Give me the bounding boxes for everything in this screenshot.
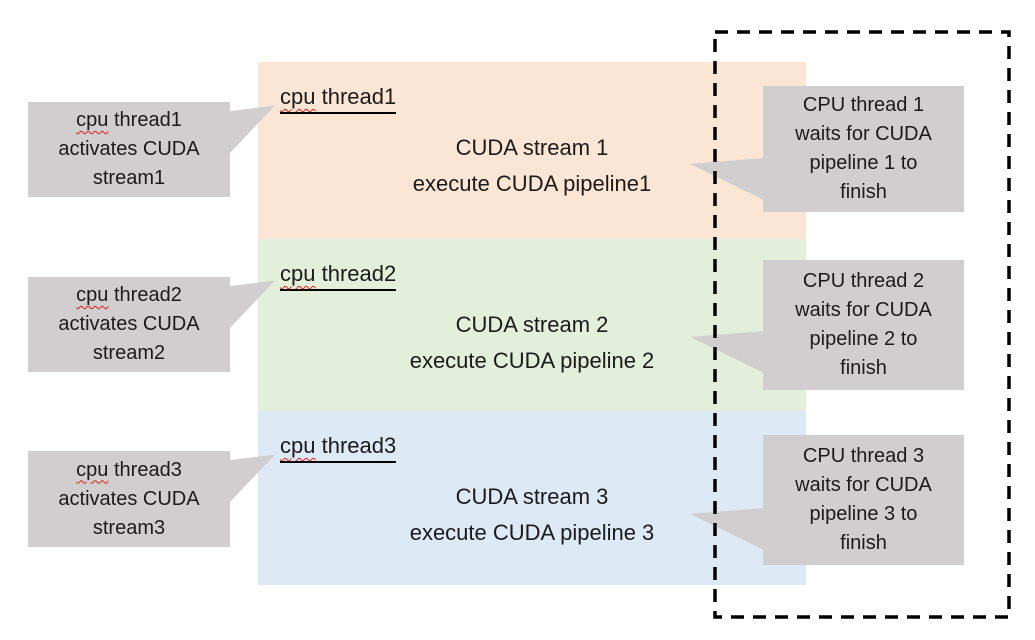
right-callout-2: CPU thread 2 waits for CUDA pipeline 2 t… (763, 260, 964, 390)
callout-text-rest: thread2 activates CUDA stream2 (58, 284, 200, 364)
cpu-word: cpu (76, 109, 109, 131)
right-callout-1: CPU thread 1 waits for CUDA pipeline 1 t… (763, 86, 964, 212)
cpu-thread-1-label: cpu thread1 (280, 84, 397, 114)
cpu-word: cpu (76, 284, 109, 306)
left-callout-2-text: cpu thread2 activates CUDA stream2 (58, 281, 199, 368)
right-callout-2-text: CPU thread 2 waits for CUDA pipeline 2 t… (795, 270, 932, 379)
left-callout-1: cpu thread1 activates CUDA stream1 (28, 102, 230, 197)
callout-text-rest: thread1 activates CUDA stream1 (58, 109, 200, 189)
thread-word: thread2 (315, 261, 397, 286)
cpu-word: cpu (280, 261, 316, 286)
callout-text-rest: thread3 activates CUDA stream3 (58, 458, 200, 539)
thread-word: thread3 (315, 433, 397, 458)
left-callout-1-text: cpu thread1 activates CUDA stream1 (58, 106, 199, 193)
cuda-stream-3-body-text: CUDA stream 3 execute CUDA pipeline 3 (409, 484, 655, 545)
cuda-stream-1-body-text: CUDA stream 1 execute CUDA pipeline1 (412, 135, 652, 196)
cpu-word: cpu (280, 84, 316, 109)
cuda-stream-2-body-text: CUDA stream 2 execute CUDA pipeline 2 (409, 312, 655, 373)
cuda-stream-band-3: cpu thread3 CUDA stream 3 execute CUDA p… (258, 411, 806, 585)
right-callout-1-text: CPU thread 1 waits for CUDA pipeline 1 t… (795, 94, 932, 203)
cpu-word: cpu (280, 433, 316, 458)
cpu-thread-3-label: cpu thread3 (280, 433, 397, 463)
right-callout-3: CPU thread 3 waits for CUDA pipeline 3 t… (763, 435, 964, 565)
cpu-thread-2-label: cpu thread2 (280, 261, 397, 291)
left-callout-3: cpu thread3 activates CUDA stream3 (28, 451, 230, 547)
right-callout-3-text: CPU thread 3 waits for CUDA pipeline 3 t… (795, 445, 932, 554)
left-callout-2: cpu thread2 activates CUDA stream2 (28, 277, 230, 372)
thread-word: thread1 (315, 84, 397, 109)
cuda-stream-band-1: cpu thread1 CUDA stream 1 execute CUDA p… (258, 62, 806, 239)
left-callout-3-text: cpu thread3 activates CUDA stream3 (58, 456, 199, 543)
cpu-word: cpu (76, 458, 109, 481)
cuda-stream-band-2: cpu thread2 CUDA stream 2 execute CUDA p… (258, 239, 806, 411)
